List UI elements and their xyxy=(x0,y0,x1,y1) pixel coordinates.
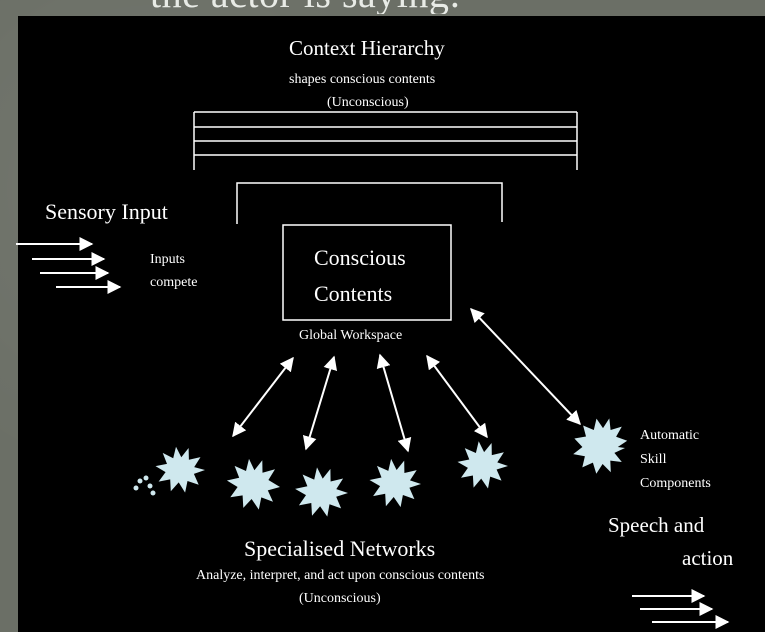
sensory-input-title: Sensory Input xyxy=(45,199,168,224)
inputs-compete-line2: compete xyxy=(150,275,198,290)
conscious-contents-line1: Conscious xyxy=(314,245,406,270)
arrow-network-3 xyxy=(376,353,412,453)
network-burst-1 xyxy=(155,446,205,493)
network-burst-2 xyxy=(226,458,280,510)
specialised-networks-tag: (Unconscious) xyxy=(299,591,381,606)
arrow-network-4 xyxy=(426,354,488,439)
sensory-input-arrows xyxy=(16,237,122,294)
network-burst-4 xyxy=(369,458,421,508)
automatic-skill-line1: Automatic xyxy=(640,428,700,443)
context-hierarchy-subtitle: shapes conscious contents xyxy=(289,72,436,87)
specialised-networks-title: Specialised Networks xyxy=(244,536,436,561)
context-hierarchy-lines xyxy=(193,111,578,170)
context-hierarchy-title: Context Hierarchy xyxy=(289,36,445,60)
speech-action-line1: Speech and xyxy=(608,513,705,537)
inputs-compete-line1: Inputs xyxy=(150,252,185,267)
specialised-networks-bursts xyxy=(155,418,628,517)
conscious-contents-line2: Contents xyxy=(314,281,393,306)
specialised-networks-subtitle: Analyze, interpret, and act upon conscio… xyxy=(196,568,485,583)
global-workspace-label: Global Workspace xyxy=(299,328,403,343)
context-bracket xyxy=(236,182,503,224)
network-burst-3 xyxy=(295,467,348,517)
automatic-skill-burst xyxy=(573,418,628,474)
workspace-arrows xyxy=(232,307,581,453)
small-dots xyxy=(133,475,156,496)
conscious-contents-box xyxy=(282,224,452,321)
arrow-network-2 xyxy=(302,355,338,451)
arrow-network-1 xyxy=(232,356,294,438)
speech-action-line2: action xyxy=(682,546,734,570)
speech-action-arrows xyxy=(632,589,730,629)
slide-title-text: the actor is saying: xyxy=(150,0,461,14)
automatic-skill-line3: Components xyxy=(640,476,711,491)
slide-title-clipped: the actor is saying: xyxy=(150,0,630,14)
context-hierarchy-tag: (Unconscious) xyxy=(327,95,409,110)
network-burst-5 xyxy=(457,441,508,489)
diagram-panel xyxy=(18,16,765,632)
automatic-skill-line2: Skill xyxy=(640,452,667,467)
arrow-automatic-skill xyxy=(470,307,581,426)
